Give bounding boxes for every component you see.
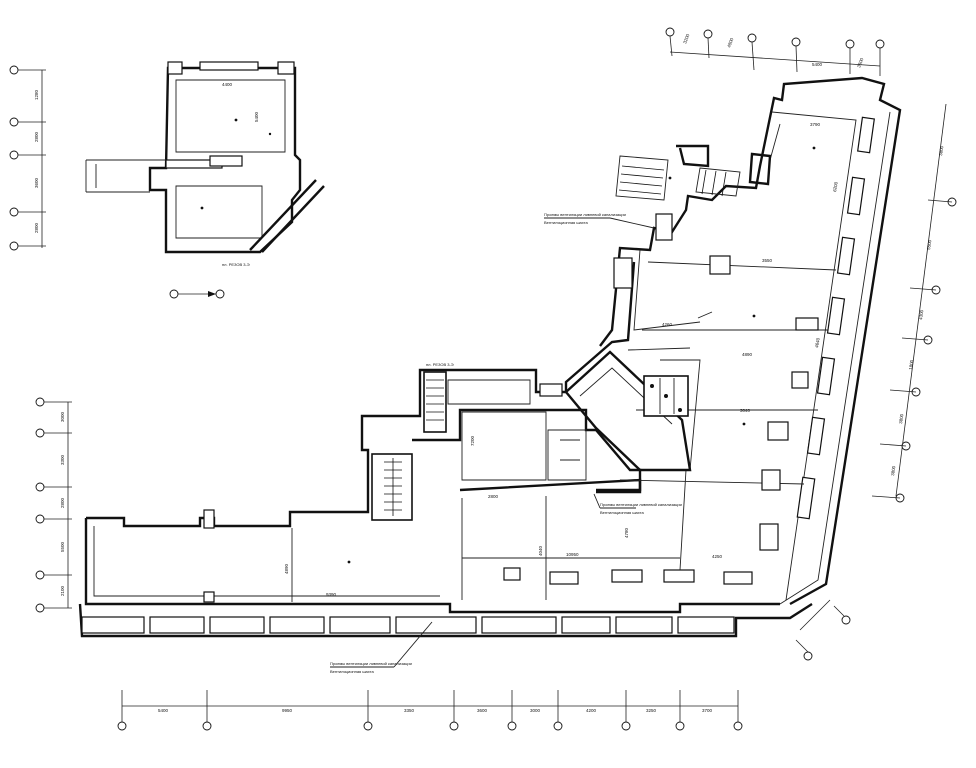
room-dim-east-7: 3040 xyxy=(740,408,751,413)
room-dim-center-2: 2800 xyxy=(488,494,499,499)
right-dim-6: 3800 xyxy=(890,465,896,476)
room-dim-lower-1: 10950 xyxy=(566,552,579,557)
inset-dim-1: 1280 xyxy=(34,89,39,100)
room-dim-west-2: 9390 xyxy=(326,592,337,597)
room-dim-east-3: 4890 xyxy=(742,352,753,357)
bottom-axis: 5400 9950 3350 3600 3000 4200 3250 3700 xyxy=(117,690,743,731)
bottom-dim-3: 3350 xyxy=(404,708,415,713)
inset-axis-markers xyxy=(9,65,46,251)
east-window-blocks xyxy=(796,116,875,520)
bottom-dim-5: 3000 xyxy=(530,708,541,713)
inset-dim-4: 2800 xyxy=(34,222,39,233)
inset-title: пл. РЕЗОВ 3-Э xyxy=(222,262,250,267)
left-dim-3: 2800 xyxy=(60,497,65,508)
room-dim-east-6: 4640 xyxy=(814,337,821,348)
left-dim-5: 2100 xyxy=(60,585,65,596)
room-dim-east-2: 3550 xyxy=(762,258,773,263)
leader-notes: Проемы вентиляции ливневой канализации В… xyxy=(330,212,682,674)
stairs-west xyxy=(371,453,413,521)
bottom-dim-4: 3600 xyxy=(477,708,488,713)
inset-dim-2: 2800 xyxy=(34,131,39,142)
bottom-dim-2: 9950 xyxy=(282,708,293,713)
bottom-dim-8: 3700 xyxy=(702,708,713,713)
top-dim-4: 3600 xyxy=(856,57,864,69)
inset-room-dim-1: 4400 xyxy=(222,82,233,87)
inset-plan: 1280 2800 3600 2800 4400 5400 пл. РЕЗОВ … xyxy=(9,61,325,299)
stairs-northeast xyxy=(615,144,772,201)
left-dim-1: 3000 xyxy=(60,411,65,422)
main-plan: 3000 3300 2800 5500 2100 4890 9390 xyxy=(35,76,902,638)
right-axis: 3800 5500 4300 1800 3800 3800 xyxy=(871,103,957,503)
note-mid-2: Вентиляционная шахта xyxy=(600,510,645,515)
main-left-axis xyxy=(35,397,72,613)
right-dim-1: 3800 xyxy=(938,145,944,156)
inset-dim-3: 3600 xyxy=(34,177,39,188)
top-dim-3: 5400 xyxy=(812,62,823,67)
bottom-dim-1: 5400 xyxy=(158,708,169,713)
room-dim-lower-3: 4780 xyxy=(624,527,629,538)
se-axis xyxy=(795,599,851,661)
note-top-2: Вентиляционная шахта xyxy=(544,220,589,225)
room-dim-east-1: 4260 xyxy=(662,322,673,327)
top-dim-2: 4800 xyxy=(726,37,734,49)
inset-room-dim-2: 5400 xyxy=(254,111,259,122)
bottom-dim-6: 4200 xyxy=(586,708,597,713)
room-dim-center-1: 7200 xyxy=(470,435,475,446)
note-bottom-2: Вентиляционная шахта xyxy=(330,669,375,674)
window-blocks xyxy=(81,616,735,634)
room-dim-east-4: 6200 xyxy=(832,181,839,192)
center-label: пл. РЕЗОВ 3-Э xyxy=(426,362,454,367)
room-dim-east-8: 4250 xyxy=(712,554,723,559)
wc-block xyxy=(643,375,689,417)
stairs-center xyxy=(423,371,447,433)
room-dim-lower-2: 4040 xyxy=(538,545,543,556)
note-mid-1: Проемы вентиляции ливневой канализации xyxy=(600,502,682,507)
top-axis: 3200 4800 5400 3600 xyxy=(665,27,885,76)
left-dim-4: 5500 xyxy=(60,541,65,552)
note-bottom-1: Проемы вентиляции ливневой канализации xyxy=(330,661,412,666)
bottom-dim-7: 3250 xyxy=(646,708,657,713)
note-top-1: Проемы вентиляции ливневой канализации xyxy=(544,212,626,217)
right-dim-5: 3800 xyxy=(898,413,904,424)
right-dim-3: 4300 xyxy=(918,309,924,320)
room-dim-west-1: 4890 xyxy=(284,563,289,574)
left-dim-2: 3300 xyxy=(60,454,65,465)
right-dim-4: 1800 xyxy=(908,359,914,370)
room-dim-east-5: 3790 xyxy=(810,122,821,127)
top-dim-1: 3200 xyxy=(682,33,690,45)
right-dim-2: 5500 xyxy=(926,239,932,250)
